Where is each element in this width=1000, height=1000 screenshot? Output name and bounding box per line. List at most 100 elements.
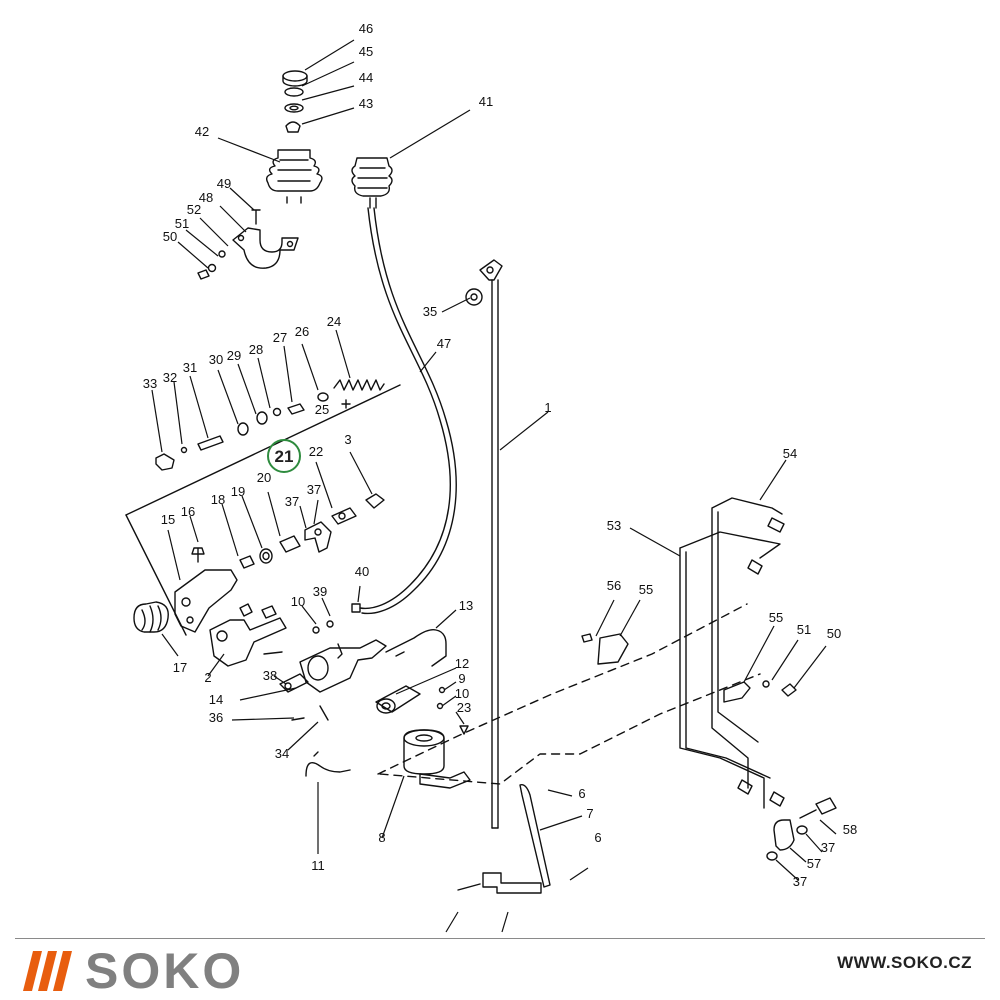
part-callout-6: 6 — [578, 786, 585, 801]
part-callout-3: 3 — [344, 432, 351, 447]
highlighted-callout-label: 21 — [275, 447, 294, 466]
brake-pipe-54 — [711, 497, 785, 789]
part-callout-45: 45 — [359, 44, 373, 59]
part-callout-36: 36 — [209, 710, 223, 725]
part-callout-27: 27 — [273, 330, 287, 345]
part-callout-15: 15 — [161, 512, 175, 527]
website-link[interactable]: WWW.SOKO.CZ — [837, 953, 972, 972]
reservoir-cap-assembly — [282, 70, 308, 133]
part-callout-55: 55 — [639, 582, 653, 597]
part-callout-6: 6 — [594, 830, 601, 845]
part-callout-38: 38 — [263, 668, 277, 683]
part-callout-57: 57 — [807, 856, 821, 871]
part-callout-33: 33 — [143, 376, 157, 391]
part-callout-40: 40 — [355, 564, 369, 579]
part-callout-49: 49 — [217, 176, 231, 191]
part-callout-55: 55 — [769, 610, 783, 625]
part-callout-44: 44 — [359, 70, 373, 85]
part-callout-47: 47 — [437, 336, 451, 351]
part-callout-32: 32 — [163, 370, 177, 385]
part-callout-10: 10 — [455, 686, 469, 701]
part-callout-42: 42 — [195, 124, 209, 139]
part-callout-2: 2 — [204, 670, 211, 685]
part-callout-14: 14 — [209, 692, 223, 707]
cylinder-14 — [263, 639, 387, 721]
bracket-48 — [232, 209, 299, 269]
part-callout-23: 23 — [457, 700, 471, 715]
part-callout-24: 24 — [327, 314, 341, 329]
hose-11 — [305, 751, 351, 777]
actuator-8 — [403, 729, 471, 789]
part-callout-54: 54 — [783, 446, 797, 461]
pedal-bracket — [457, 784, 551, 894]
part-callout-22: 22 — [309, 444, 323, 459]
yoke-37 — [304, 521, 332, 553]
part-callout-56: 56 — [607, 578, 621, 593]
cylinder-2 — [209, 603, 287, 667]
part-callout-18: 18 — [211, 492, 225, 507]
part-callouts: 4645444342414948525150354724262728293031… — [143, 21, 857, 889]
part-callout-25: 25 — [315, 402, 329, 417]
part-callout-50: 50 — [163, 229, 177, 244]
fitting-3-22 — [331, 493, 385, 525]
master-cylinder-15 — [174, 547, 238, 633]
part-callout-8: 8 — [378, 830, 385, 845]
reservoir-41 — [351, 157, 393, 209]
part-callout-16: 16 — [181, 504, 195, 519]
part-callout-48: 48 — [199, 190, 213, 205]
part-callout-43: 43 — [359, 96, 373, 111]
part-callout-50: 50 — [827, 626, 841, 641]
part-callout-37: 37 — [285, 494, 299, 509]
brand-logo: SOKO — [23, 943, 245, 999]
part-callout-30: 30 — [209, 352, 223, 367]
part-callout-37: 37 — [821, 840, 835, 855]
part-callout-13: 13 — [459, 598, 473, 613]
piston-rod-18-20 — [239, 535, 301, 569]
part-callout-51: 51 — [797, 622, 811, 637]
part-callout-28: 28 — [249, 342, 263, 357]
part-callout-41: 41 — [479, 94, 493, 109]
part-callout-9: 9 — [458, 671, 465, 686]
part-callout-37: 37 — [307, 482, 321, 497]
highlighted-callout-21: 21 — [267, 439, 301, 473]
lever-dashed-outline — [377, 603, 761, 785]
part-callout-20: 20 — [257, 470, 271, 485]
boot-17 — [133, 601, 169, 633]
brand-logo-bars — [23, 951, 72, 991]
spring-24 — [333, 379, 385, 391]
part-callout-58: 58 — [843, 822, 857, 837]
part-callout-52: 52 — [187, 202, 201, 217]
part-callout-7: 7 — [586, 806, 593, 821]
part-callout-29: 29 — [227, 348, 241, 363]
brand-name: SOKO — [85, 943, 245, 999]
part-callout-39: 39 — [313, 584, 327, 599]
part-callout-34: 34 — [275, 746, 289, 761]
cylinder-12 — [375, 685, 421, 714]
part-callout-51: 51 — [175, 216, 189, 231]
part-callout-17: 17 — [173, 660, 187, 675]
exploded-view-bracket-line — [125, 384, 401, 516]
parts-diagram: 4645444342414948525150354724262728293031… — [125, 21, 857, 933]
part-callout-37: 37 — [793, 874, 807, 889]
brake-pipe-53 — [679, 531, 785, 809]
part-callout-53: 53 — [607, 518, 621, 533]
part-callout-35: 35 — [423, 304, 437, 319]
part-callout-10: 10 — [291, 594, 305, 609]
part-callout-11: 11 — [311, 858, 325, 873]
hose-47 — [359, 207, 451, 610]
piston-parts-25-30 — [155, 392, 351, 471]
part-callout-19: 19 — [231, 484, 245, 499]
footer-divider — [15, 938, 985, 939]
clutch-pedal-arm — [465, 259, 503, 829]
reservoir-42 — [265, 149, 323, 204]
small-parts-10-39-40 — [312, 603, 361, 659]
part-callout-1: 1 — [544, 400, 551, 415]
pipe-13 — [385, 628, 447, 667]
clips-55-56 — [581, 633, 797, 703]
bolt-set-50-52 — [197, 250, 226, 280]
footer: SOKO WWW.SOKO.CZ — [0, 935, 1000, 1000]
part-callout-26: 26 — [295, 324, 309, 339]
part-callout-46: 46 — [359, 21, 373, 36]
part-callout-12: 12 — [455, 656, 469, 671]
banjo-bolt-57-58 — [766, 797, 837, 861]
